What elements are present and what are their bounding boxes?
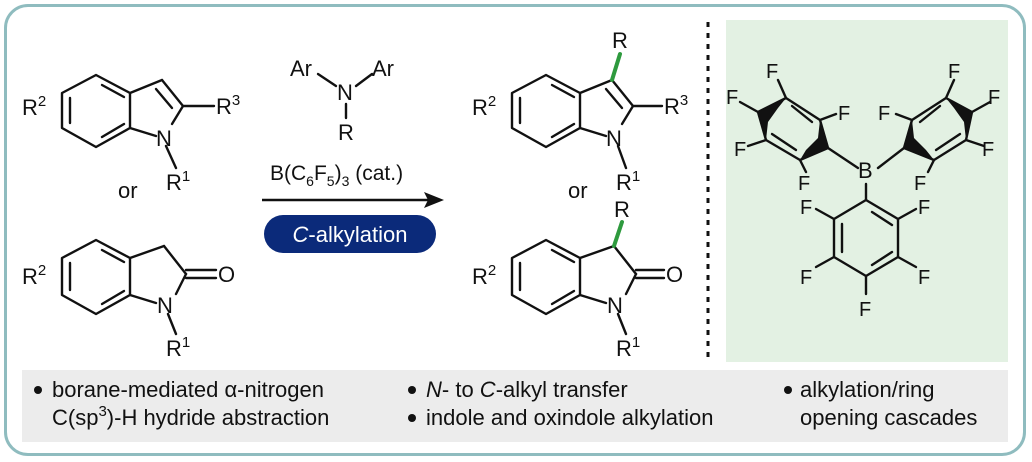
r3-label: R3 — [664, 92, 688, 119]
bullet-1-line-1: borane-mediated α-nitrogen — [52, 377, 324, 402]
bullet-list: borane-mediated α-nitrogen C(sp3)-H hydr… — [34, 377, 977, 430]
o-label: O — [666, 262, 683, 287]
r2-label: R2 — [22, 262, 46, 289]
f-label: F — [988, 87, 1000, 109]
bullet-box — [22, 370, 1008, 442]
r2-label: R2 — [472, 93, 496, 120]
bullet-dot — [34, 386, 42, 394]
c-alkylation-pill — [264, 215, 436, 253]
f-label: F — [838, 103, 850, 125]
f-label: F — [982, 139, 994, 161]
r1-label: R1 — [166, 168, 190, 195]
pill-label: C-alkylation — [293, 222, 408, 247]
r2-label: R2 — [472, 262, 496, 289]
r-label: R — [338, 120, 354, 145]
f-label: F — [878, 103, 890, 125]
reactant-indole: R2 R3 N R1 — [22, 73, 240, 195]
product-oxindole: R R2 O N R1 — [472, 197, 683, 361]
or-right: or — [568, 178, 588, 203]
reagent-amine: Ar Ar N R — [290, 56, 394, 145]
r1-label: R1 — [166, 334, 190, 361]
f-label: F — [766, 61, 778, 83]
n-label: N — [337, 80, 353, 105]
boron-label: B — [858, 158, 873, 183]
bullet-2: N- to C-alkyl transfer — [426, 377, 628, 402]
n-label: N — [156, 126, 172, 151]
new-c-c-bond — [610, 52, 622, 82]
bullet-dot — [408, 386, 416, 394]
r-label: R — [614, 197, 630, 222]
r1-label: R1 — [616, 334, 640, 361]
bullet-1-line-2: C(sp3)-H hydride abstraction — [52, 403, 329, 430]
product-indole: R R2 R3 N R1 — [472, 28, 688, 195]
ar-right-label: Ar — [372, 56, 394, 81]
f-label: F — [726, 87, 738, 109]
bullet-4-line-1: alkylation/ring — [800, 377, 935, 402]
n-label: N — [606, 126, 622, 151]
f-label: F — [914, 173, 926, 195]
f-label: F — [734, 139, 746, 161]
catalyst-label: B(C6F5)3 (cat.) — [270, 162, 403, 189]
bullet-3: indole and oxindole alkylation — [426, 405, 713, 430]
r1-label: R1 — [616, 168, 640, 195]
arrow-head — [424, 192, 444, 208]
r2-label: R2 — [22, 93, 46, 120]
f-label: F — [948, 61, 960, 83]
ar-left-label: Ar — [290, 56, 312, 81]
f-label: F — [800, 267, 812, 289]
r3-label: R3 — [216, 92, 240, 119]
f-label: F — [800, 197, 812, 219]
f-label: F — [798, 173, 810, 195]
borane-structure: B F F F F F F F F F — [726, 61, 1000, 321]
or-left: or — [118, 178, 138, 203]
f-label: F — [859, 299, 871, 321]
r-label: R — [612, 28, 628, 53]
n-label: N — [157, 293, 173, 318]
bullet-4-line-2: opening cascades — [800, 405, 977, 430]
new-c-c-bond — [612, 220, 624, 248]
reactant-oxindole: R2 O N R1 — [22, 238, 235, 361]
n-label: N — [607, 293, 623, 318]
bullet-dot — [408, 414, 416, 422]
f-label: F — [918, 267, 930, 289]
f-label: F — [918, 197, 930, 219]
o-label: O — [218, 262, 235, 287]
bullet-dot — [784, 386, 792, 394]
